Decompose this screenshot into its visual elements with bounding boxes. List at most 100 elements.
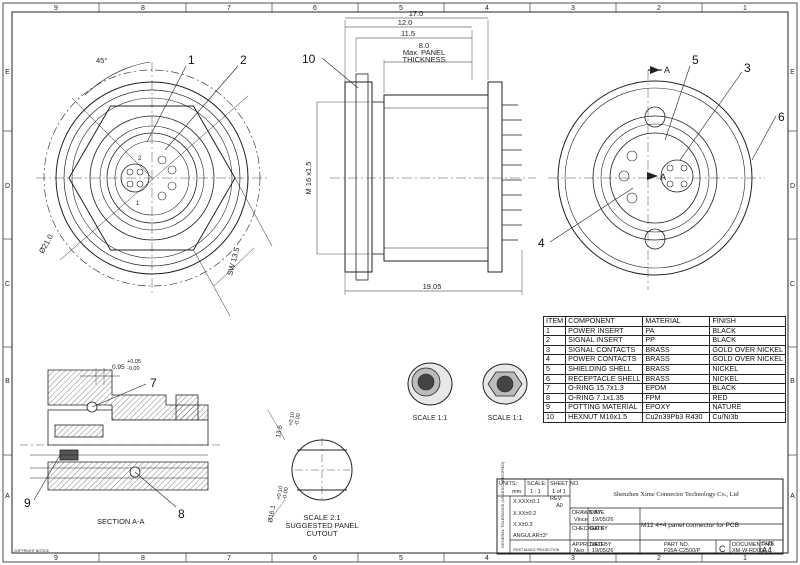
size-letter: C <box>719 544 726 554</box>
row-label: E <box>5 69 10 76</box>
bom-header-cell: FINISH <box>709 316 787 327</box>
col-label: 2 <box>657 5 661 12</box>
col-label: 6 <box>313 5 317 12</box>
tolerance-side-label: GENERAL TOLERANCE (UNLESS SPECIFIED) <box>500 461 505 548</box>
bom-header-cell: MATERIAL <box>642 316 711 327</box>
bom-cell: BLACK <box>709 335 787 346</box>
doc-label: DOCUMENT NO. <box>732 542 775 548</box>
iso-scale-label: SCALE 1:1 <box>413 415 448 422</box>
approved-label: APPROVED BY <box>572 542 612 548</box>
iso-view-2 <box>482 363 528 405</box>
front-view-left <box>36 61 273 317</box>
rev-label: REV: <box>550 496 563 502</box>
row-label: B <box>5 378 10 385</box>
bom-cell: 9 <box>542 402 567 413</box>
total-length: 19.05 <box>423 282 442 291</box>
scale-label: SCALE: <box>527 481 547 487</box>
approved-by: Neo <box>574 548 584 554</box>
bom-cell: O-RING 15.7x1.3 <box>565 383 644 394</box>
col-label: 9 <box>54 5 58 12</box>
bom-header-cell: ITEM <box>542 316 567 327</box>
sheet-value: 1 of 1 <box>552 489 566 495</box>
dimension-12: 12.0 <box>398 18 413 27</box>
drawn-by: Vince <box>574 517 588 523</box>
size-label: SIZE <box>762 541 775 547</box>
row-label: D <box>5 183 10 190</box>
leader-lines <box>33 57 777 508</box>
bom-cell: EPOXY <box>642 402 711 413</box>
balloon-6: 6 <box>778 110 785 124</box>
bom-cell: Cu2n39Pb3 R430 <box>642 411 711 423</box>
tolerance-dimension: 0.95 <box>112 364 125 371</box>
panel-note: THICKNESS <box>403 55 446 64</box>
approved-date-label: DATE <box>590 542 605 548</box>
bom-header-cell: COMPONENT <box>565 316 644 327</box>
col-label: 1 <box>743 5 747 12</box>
balloon-8: 8 <box>178 507 185 521</box>
row-label: C <box>5 281 10 288</box>
frame-labels: 9 8 7 6 5 4 3 2 1 9 8 7 6 5 4 3 2 1 E D … <box>5 5 795 562</box>
front-view-right-labels: A A <box>660 65 670 182</box>
col-label: 7 <box>227 5 231 12</box>
bom-header-row: ITEM COMPONENT MATERIAL FINISH <box>542 316 787 327</box>
panel-cutout <box>267 409 353 521</box>
bom-cell: PP <box>642 335 711 346</box>
bom-cell: SHIELDING SHELL <box>565 363 644 375</box>
bom-cell: 2 <box>542 335 567 346</box>
cutout-scale: SCALE 2:1 <box>303 513 340 522</box>
cutout-diameter: Ø16.1 <box>267 504 277 523</box>
checked-date-label: DATE <box>590 526 605 532</box>
section-aa-dims: 0.95 +0.05 -0.00 SECTION A-A <box>97 359 145 526</box>
dimension-17: 17.0 <box>409 9 424 18</box>
col-label: 4 <box>485 555 489 562</box>
col-label: 3 <box>571 5 575 12</box>
drawn-date: 19/05/26 <box>592 517 613 523</box>
diameter-dimension: Ø21.0 <box>37 233 55 255</box>
front-view-right <box>548 69 765 290</box>
bom-cell: Cu/Ni3b <box>709 411 787 423</box>
balloon-7: 7 <box>150 376 157 390</box>
cutout-dims: 13.6 +0.10 -0.00 Ø16.1 +0.10 -0.00 SCALE… <box>267 412 359 538</box>
drawn-date-label: DATE <box>590 510 605 516</box>
tolerance-1: X.XXX±0.1 <box>513 499 540 505</box>
side-view <box>316 17 536 295</box>
drawn-label: DRAWN BY <box>572 510 602 516</box>
section-arrow-label: A <box>664 65 670 75</box>
col-label: 1 <box>743 555 747 562</box>
dimension-8: 8.0 <box>419 41 429 50</box>
col-label: 5 <box>399 555 403 562</box>
size-value: A4 <box>762 546 772 555</box>
cutout-dia-minus: -0.00 <box>282 487 290 500</box>
cutout-flat-minus: -0.00 <box>294 413 302 426</box>
part-label: PART NO. <box>664 542 690 548</box>
row-label: D <box>790 183 795 190</box>
bom-cell: NICKEL <box>709 363 787 375</box>
bom-cell: NATURE <box>709 402 787 413</box>
balloon-1: 1 <box>188 53 195 67</box>
iso-labels: SCALE 1:1 SCALE 1:1 <box>413 415 523 422</box>
col-label: 5 <box>399 5 403 12</box>
bom-cell: BRASS <box>642 363 711 375</box>
drawing-title: M12 4+4 panel connector for PCB <box>641 522 739 529</box>
title-block-text: UNITS: mm SCALE: 1 : 1 SHEET NO. 1 of 1 … <box>14 461 775 555</box>
cutout-title: CUTOUT <box>306 529 338 538</box>
col-label: 9 <box>54 555 58 562</box>
units-value: mm <box>512 489 522 495</box>
checked-label: CHECKED BY <box>572 526 608 532</box>
cutout-flat: 13.6 <box>275 424 284 438</box>
section-title: SECTION A-A <box>97 517 145 526</box>
angle-dimension: 45° <box>96 56 107 65</box>
col-label: 7 <box>227 555 231 562</box>
col-label: 2 <box>657 555 661 562</box>
bom-cell: EPDM <box>642 383 711 394</box>
balloon-2: 2 <box>240 53 247 67</box>
units-label: UNITS: <box>499 481 518 487</box>
bom-cell: 5 <box>542 363 567 375</box>
sheet-label: SHEET NO. <box>550 481 580 487</box>
bom-cell: SIGNAL INSERT <box>565 335 644 346</box>
bom-cell: 7 <box>542 383 567 394</box>
